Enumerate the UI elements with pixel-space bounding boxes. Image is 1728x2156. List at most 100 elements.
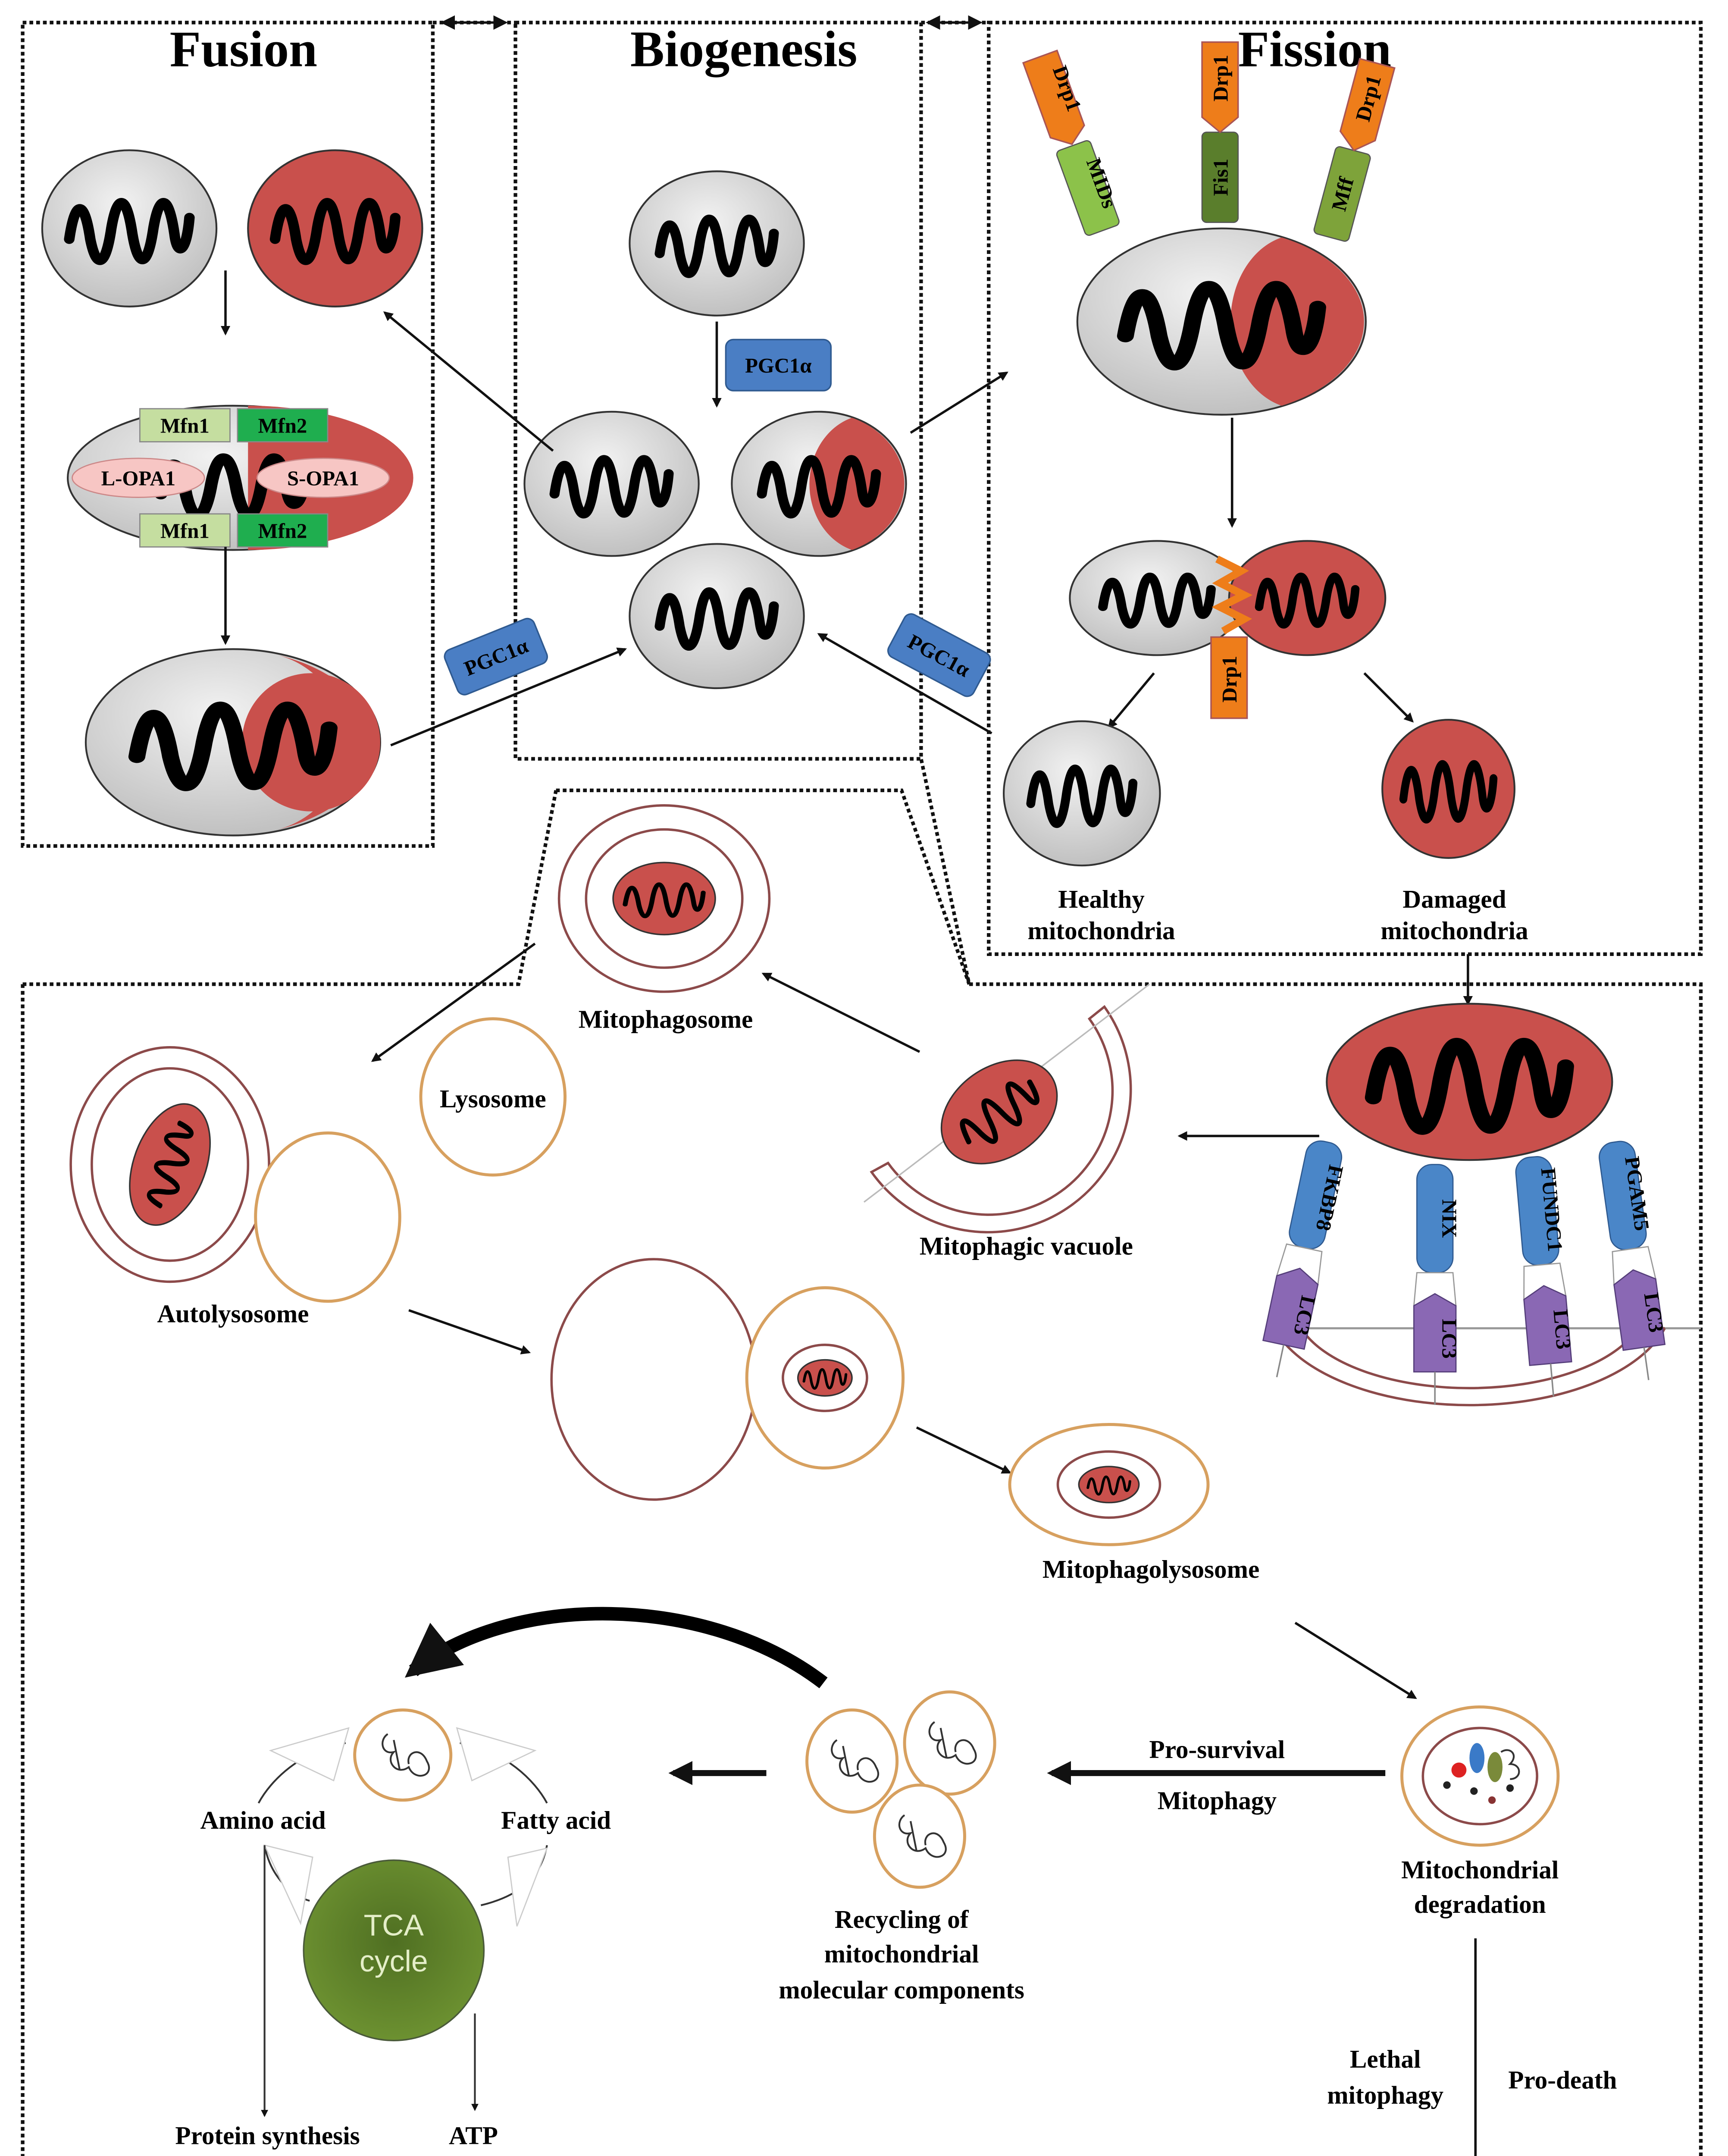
parent-mitochondrion	[629, 170, 805, 317]
lc3-label: LC3	[1438, 1319, 1461, 1359]
healthy-label: mitochondria	[1028, 916, 1175, 945]
mfn1-top	[139, 408, 231, 442]
recycling-curved-arrow	[404, 1607, 828, 1689]
tagged-damaged-mitochondrion	[1326, 1003, 1613, 1161]
lc3-tag	[1262, 1267, 1319, 1350]
s-opa1-shape	[256, 458, 390, 498]
fusion-section: Mfn1 Mfn2 L-OPA1 S-OPA1 Mfn1 Mfn2	[41, 149, 423, 837]
lc3-label: LC3	[1640, 1291, 1668, 1334]
mfn2-label: Mfn2	[258, 520, 307, 543]
dividing-damaged-half	[1228, 540, 1387, 656]
pgc1a-badge: PGC1α	[887, 613, 991, 697]
outcomes-section: Pro-survival Mitophagy Recycling of mito…	[404, 1607, 1617, 2156]
arrow-to-fusion	[383, 311, 554, 452]
cycle-wedges	[269, 1727, 537, 1782]
daughter-mitochondrion	[629, 543, 805, 689]
fusing-lysosome	[254, 1131, 401, 1303]
mfn1-bottom	[139, 513, 231, 548]
degradation-label: Mitochondrial	[1401, 1855, 1559, 1884]
panel-borders	[21, 15, 1703, 2156]
arrow-to-mitophagosome	[761, 972, 920, 1053]
healthy-mitochondrion	[1002, 720, 1161, 867]
arrow-to-healthy	[1108, 672, 1155, 729]
lc3-tag	[1613, 1269, 1666, 1351]
atp-label: ATP	[449, 2122, 498, 2150]
arrow-to-mitophagolysosome	[916, 1426, 1012, 1474]
lc3-label: LC3	[1549, 1309, 1575, 1350]
damaged-mitochondrion	[247, 149, 423, 307]
drp1-label: Drp1	[1209, 55, 1232, 101]
recycling-vesicle	[873, 1783, 966, 1889]
mitophagic-vacuole-label: Mitophagic vacuole	[920, 1232, 1133, 1260]
lysosome	[419, 1017, 567, 1177]
autolysosome-label: Autolysosome	[157, 1300, 309, 1328]
recycling-vesicle	[805, 1708, 899, 1814]
fission-section: MIDs Drp1 Fis1 Drp1 Mff Drp1	[1002, 41, 1528, 1006]
fis1-label: Fis1	[1209, 159, 1232, 196]
biogenesis-title: Biogenesis	[630, 20, 858, 77]
fission-panel-border	[987, 21, 1703, 956]
mitophagolysosome-label: Mitophagolysosome	[1042, 1555, 1259, 1583]
pgc1a-badge: PGC1α	[444, 617, 548, 696]
mitophagosome	[557, 804, 771, 993]
autophagosome-outer	[550, 1258, 757, 1501]
recycling-label: molecular components	[779, 1976, 1024, 2004]
arrow-to-autolysosome	[371, 943, 536, 1062]
l-opa1-shape	[72, 458, 205, 498]
fusion-panel-border	[21, 21, 435, 848]
fused-mitochondrion	[85, 648, 382, 837]
pro-survival-label: Pro-survival	[1149, 1735, 1285, 1764]
daughter-mitochondrion	[523, 411, 700, 557]
fusion-title: Fusion	[170, 20, 317, 77]
cycle-wedges	[263, 1844, 548, 1927]
autophagosome	[69, 1046, 270, 1283]
membrane-anchor	[1643, 1347, 1650, 1380]
pgc1a-label: PGC1α	[745, 354, 812, 377]
mids-drp1-complex: MIDs Drp1	[1022, 49, 1121, 236]
tca-label: TCA	[364, 1908, 424, 1942]
phagophore-membrane	[1273, 1327, 1666, 1407]
lethal-label: mitophagy	[1327, 2081, 1443, 2109]
recycling-label: mitochondrial	[824, 1940, 979, 1968]
mfn1-label: Mfn1	[160, 414, 210, 438]
protein-synthesis-label: Protein synthesis	[175, 2122, 360, 2150]
arrow-to-damaged	[1363, 672, 1414, 723]
l-opa1-label: L-OPA1	[101, 467, 175, 490]
lc3-tag	[1413, 1293, 1457, 1373]
membrane-anchor	[1276, 1344, 1285, 1378]
arrow-from-fission	[817, 633, 992, 734]
mfn2-top	[237, 408, 329, 442]
lysosome-label: Lysosome	[440, 1084, 546, 1113]
arrow-from-fusion	[390, 647, 627, 746]
fission-mitochondrion	[1076, 227, 1367, 416]
degradation-vesicle	[1400, 1705, 1560, 1847]
lethal-label: Lethal	[1350, 2045, 1421, 2073]
biogenesis-panel-border	[513, 21, 923, 761]
tca-label: cycle	[360, 1944, 428, 1978]
s-opa1-label: S-OPA1	[287, 467, 359, 490]
mfn2-bottom	[237, 513, 329, 548]
drp1-ring	[1211, 555, 1253, 635]
biogenesis-section: PGC1α PGC1α PGC1α	[383, 170, 1008, 746]
mfn2-label: Mfn2	[258, 414, 307, 438]
mitophagolysosome	[1008, 1423, 1210, 1546]
recycled-vesicle	[353, 1708, 453, 1802]
drp1-label: Drp1	[1218, 656, 1241, 702]
mitophagy-panel-border	[21, 758, 1703, 2156]
mfn1-label: Mfn1	[160, 520, 210, 543]
damaged-mitochondrion	[1381, 719, 1515, 859]
metabolism-section: Amino acid Fatty acid TCA cycle Protein …	[175, 1708, 611, 2150]
damaged-label: Damaged	[1402, 885, 1506, 913]
pgc1a-badge	[725, 338, 832, 392]
arrow-to-fusing-complex	[408, 1309, 531, 1354]
amino-acid-label: Amino acid	[200, 1806, 326, 1834]
membrane-anchor	[1550, 1363, 1555, 1397]
mitophagic-vacuole	[863, 984, 1150, 1234]
pro-survival-label: Mitophagy	[1158, 1786, 1277, 1815]
